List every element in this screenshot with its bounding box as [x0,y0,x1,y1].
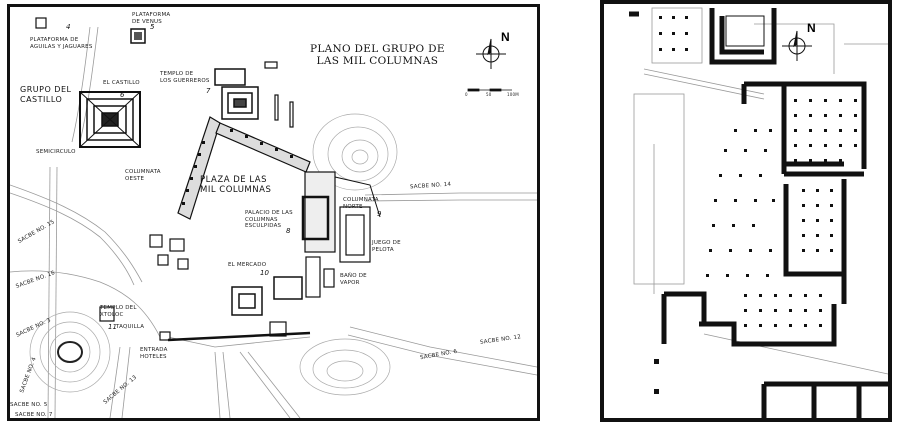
map-title-line2: LAS MIL COLUMNAS [316,55,439,67]
scale-label-50: 50 [486,92,492,97]
scale-bar [467,88,512,92]
scale-label-100: 100m [507,92,519,97]
site-plan-map: PLANO DEL GRUPO DE LAS MIL COLUMNAS N 0 … [7,4,540,421]
scale-label-0: 0 [465,92,468,97]
site-number-11: 11 [108,323,117,331]
label-templo-guerreros: TEMPLO DE LOS GUERREROS [160,71,210,84]
area-label-grupo-castillo: GRUPO DEL CASTILLO [20,85,72,104]
site-number-6: 6 [120,91,125,99]
label-columnata-norte: COLUMNATA NORTE [343,197,379,210]
label-sacbe-5: SACBE No. 5 [10,402,48,408]
label-el-castillo: EL CASTILLO [103,80,140,86]
label-semicirculo: SEMICIRCULO [36,149,76,155]
detail-plan-map: N [600,0,892,422]
north-label: N [501,30,510,44]
label-plataforma-aguilas: PLATAFORMA DE AGUILAS Y JAGUARES [30,37,93,50]
site-number-8: 8 [286,227,291,235]
north-arrow [476,38,506,69]
map-title: PLANO DEL GRUPO DE LAS MIL COLUMNAS [310,43,445,67]
area-label-plaza: PLAZA DE LAS MIL COLUMNAS [200,175,272,195]
column-grid [654,99,857,394]
site-number-5: 5 [150,23,155,31]
label-sacbe-7: SACBE No. 7 [15,412,53,418]
label-templo-xtoloc: TEMPLO DEL XTOLOC [100,305,137,318]
label-taquilla: TAQUILLA [116,324,145,330]
label-columnata-oeste: COLUMNATA OESTE [125,169,161,182]
label-entrada-hoteles: ENTRADA HOTELES [140,347,168,360]
map-title-line1: PLANO DEL GRUPO DE [310,43,445,55]
north-arrow-detail [782,30,812,61]
north-label-detail: N [807,21,816,35]
site-number-10: 10 [260,269,269,277]
site-plan-drawing [10,17,537,418]
label-palacio-columnas: PALACIO DE LAS COLUMNAS ESCULPIDAS [245,210,293,229]
site-number-7: 7 [206,87,211,95]
label-plataforma-venus: PLATAFORMA DE VENUS [132,12,171,25]
site-number-9: 9 [377,210,382,218]
label-bano-vapor: BAÑO DE VAPOR [340,273,367,286]
label-juego-pelota: JUEGO DE PELOTA [372,240,401,253]
label-el-mercado: EL MERCADO [228,262,267,268]
detail-plan-drawing [629,7,888,418]
site-number-4: 4 [66,23,71,31]
